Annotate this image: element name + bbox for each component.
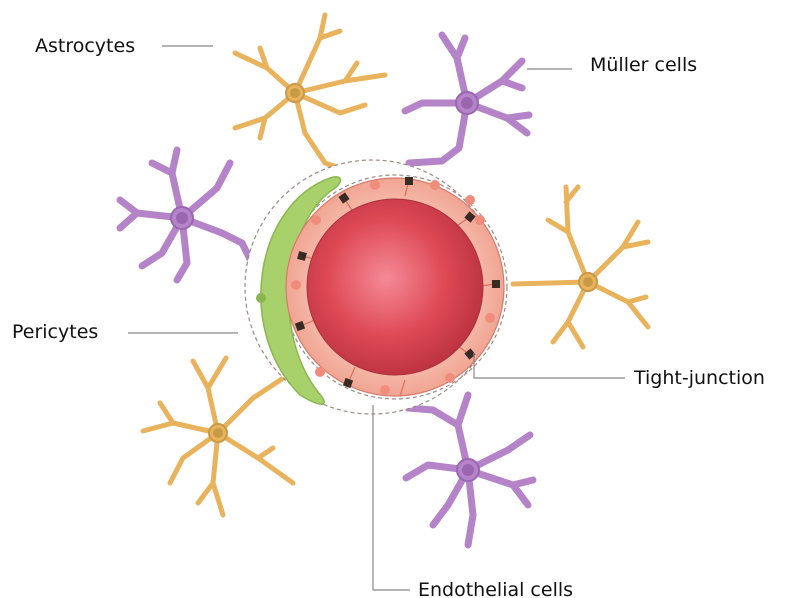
endothelial-cells-label: Endothelial cells <box>418 579 573 598</box>
astrocyte-cell-right <box>513 187 648 347</box>
astrocyte-cell-top <box>235 15 385 168</box>
muller-cell-top <box>405 35 529 163</box>
tight-junction-label: Tight-junction <box>633 367 765 389</box>
muller-cells-label: Müller cells <box>590 54 697 76</box>
pericyte-nucleus <box>256 293 266 303</box>
muller-cell-left <box>120 150 252 280</box>
astrocytes-label: Astrocytes <box>35 35 135 57</box>
vessel-lumen <box>307 199 483 375</box>
pericytes-label: Pericytes <box>12 321 98 343</box>
astrocyte-cell-bottom-left <box>143 358 293 515</box>
muller-cell-bottom <box>406 395 533 545</box>
endothelial-cells-leader-line <box>373 405 410 590</box>
tight-junction-leader-line <box>474 353 625 378</box>
